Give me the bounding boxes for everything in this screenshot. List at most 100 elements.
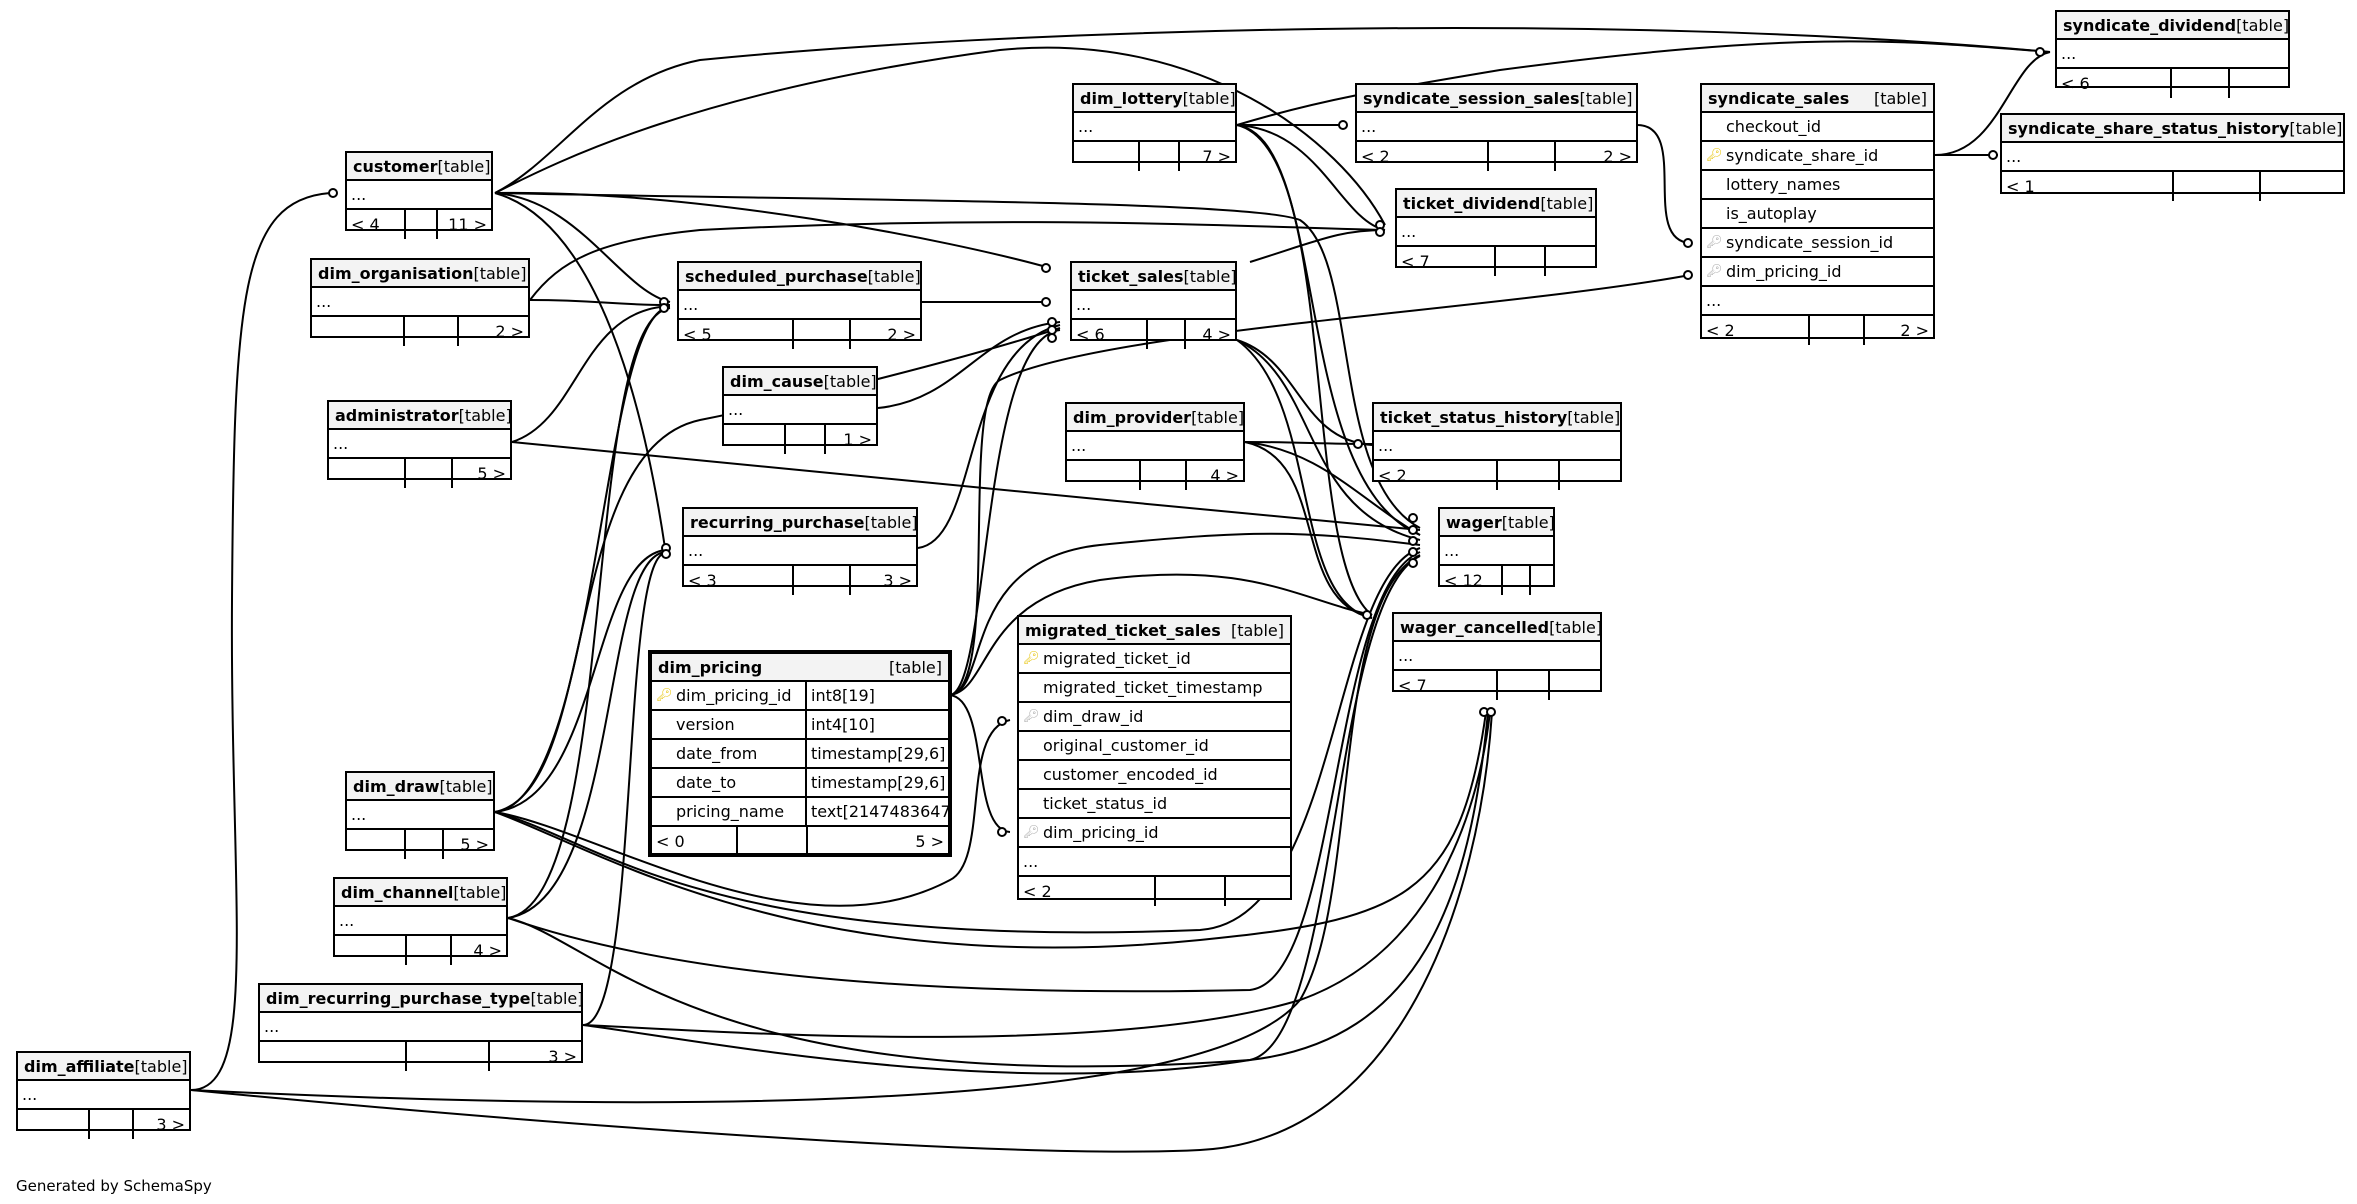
column-row: migrated_ticket_timestamp [1019,674,1290,703]
cf-syndicate-session [1683,238,1693,248]
footer-children [1544,247,1595,276]
table-tag: [table] [1579,88,1633,108]
column-row: lottery_names [1702,171,1933,200]
edge-pricing-ticket-sales [949,329,1061,696]
table-header: syndicate_share_status_history[table] [2002,115,2343,143]
ellipsis: ... [1023,852,1039,871]
table-name: syndicate_share_status_history [2008,118,2290,138]
table-header: dim_pricing[table] [652,654,948,682]
table-ticket-dividend[interactable]: ticket_dividend[table] ... < 7 [1395,188,1597,276]
ellipsis-row: ... [1397,218,1595,247]
edge-organisation-ticket-dividend [529,221,1386,301]
table-name: dim_cause [730,371,824,391]
column-type: timestamp[29,6] [805,769,948,796]
column-type: text[2147483647] [805,798,948,825]
ellipsis-row: ... [1067,432,1243,461]
ellipsis-row: ... [260,1013,581,1042]
edge-affiliate-customer [190,192,331,1091]
table-dim-lottery[interactable]: dim_lottery[table] ... 7 > [1072,83,1237,171]
edge-pricing-wager [949,532,1421,696]
table-header: ticket_status_history[table] [1374,404,1620,432]
footer-mid [792,566,849,595]
cf-ticket-sales-2 [1041,297,1051,307]
table-dim-cause[interactable]: dim_cause[table] ... 1 > [722,366,878,454]
table-header: customer[table] [347,153,491,181]
footer-mid [2170,69,2228,98]
footer-children: 2 > [1863,316,1933,345]
table-name: dim_pricing [658,657,763,677]
footer-children [1548,671,1600,700]
table-dim-draw[interactable]: dim_draw[table] ... 5 > [345,771,495,859]
edge-draw-migrated [494,719,1011,907]
table-name: dim_provider [1073,407,1192,427]
edge-customer-ticket-dividend [494,46,1386,226]
table-tag: [table] [439,776,493,796]
table-dim-channel[interactable]: dim_channel[table] ... 4 > [333,877,508,965]
ellipsis-row: ... [335,907,506,936]
table-syndicate-sales[interactable]: syndicate_sales[table] checkout_id 🔑︎syn… [1700,83,1935,345]
table-wager-cancelled[interactable]: wager_cancelled[table] ... < 7 [1392,612,1602,700]
column-name: original_customer_id [1043,736,1209,755]
table-syndicate-dividend[interactable]: syndicate_dividend[table] ... < 6 [2055,10,2290,98]
column-name: pricing_name [676,802,785,821]
table-administrator[interactable]: administrator[table] ... 5 > [327,400,512,488]
table-dim-organisation[interactable]: dim_organisation[table] ... 2 > [310,258,530,346]
table-dim-recurring-purchase-type[interactable]: dim_recurring_purchase_type[table] ... 3… [258,983,584,1071]
ellipsis-row: ... [1702,287,1933,316]
ellipsis-row: ... [684,537,916,566]
footer-parents: < 12 [1444,571,1483,590]
edge-rpt-wager-cancelled [582,711,1491,1038]
edge-recurring-purchase-ticket-sales [917,324,1061,549]
footer-children: 1 > [824,425,876,454]
table-wager[interactable]: wager[table] ... < 12 [1438,507,1555,595]
footer-mid [792,320,849,349]
edge-provider-wager [1244,441,1421,536]
ellipsis: ... [1444,541,1460,560]
foreign-key-icon: 🔑︎ [1706,235,1723,250]
table-ticket-status-history[interactable]: ticket_status_history[table] ... < 2 [1372,402,1622,490]
table-footer: < 6 [2057,69,2288,98]
cf-syndicate-pricing [1683,270,1693,280]
table-migrated-ticket-sales[interactable]: migrated_ticket_sales[table] 🔑︎migrated_… [1017,615,1292,906]
column-name: dim_pricing_id [676,686,792,705]
cf-ticket-sales-1 [1041,263,1051,273]
ellipsis: ... [683,295,699,314]
footer-children: 2 > [457,317,528,346]
table-header: administrator[table] [329,402,512,430]
footer-parents [1067,461,1139,490]
footer-parents: < 2 [1706,321,1735,340]
cf-ticket-sales-5 [1047,333,1057,343]
edge-affiliate-wager-cancelled [190,711,1493,1153]
table-tag: [table] [437,156,491,176]
table-name: syndicate_session_sales [1363,88,1580,108]
edge-administrator-wager [511,441,1421,531]
table-header: dim_draw[table] [347,773,493,801]
table-name: dim_affiliate [24,1056,135,1076]
footer-mid [404,459,451,488]
cf-wager-1 [1408,513,1418,523]
table-syndicate-share-status-history[interactable]: syndicate_share_status_history[table] ..… [2000,113,2345,201]
footer-parents [329,459,404,488]
ellipsis: ... [688,541,704,560]
table-dim-provider[interactable]: dim_provider[table] ... 4 > [1065,402,1245,490]
footer-children: 5 > [442,830,493,859]
footer-mid [1154,877,1224,906]
cf-migrated-pricing [997,827,1007,837]
table-footer: 5 > [329,459,510,488]
table-dim-affiliate[interactable]: dim_affiliate[table] ... 3 > [16,1051,191,1139]
footer-children [2259,172,2343,201]
footer-parents [347,830,404,859]
cf-syndicate-dividend [2035,47,2045,57]
cf-ticket-sales-4 [1047,325,1057,335]
footer-children: 3 > [488,1042,581,1071]
column-row: 🔑︎dim_pricing_id [1019,819,1290,848]
edge-channel-wager [507,551,1421,993]
